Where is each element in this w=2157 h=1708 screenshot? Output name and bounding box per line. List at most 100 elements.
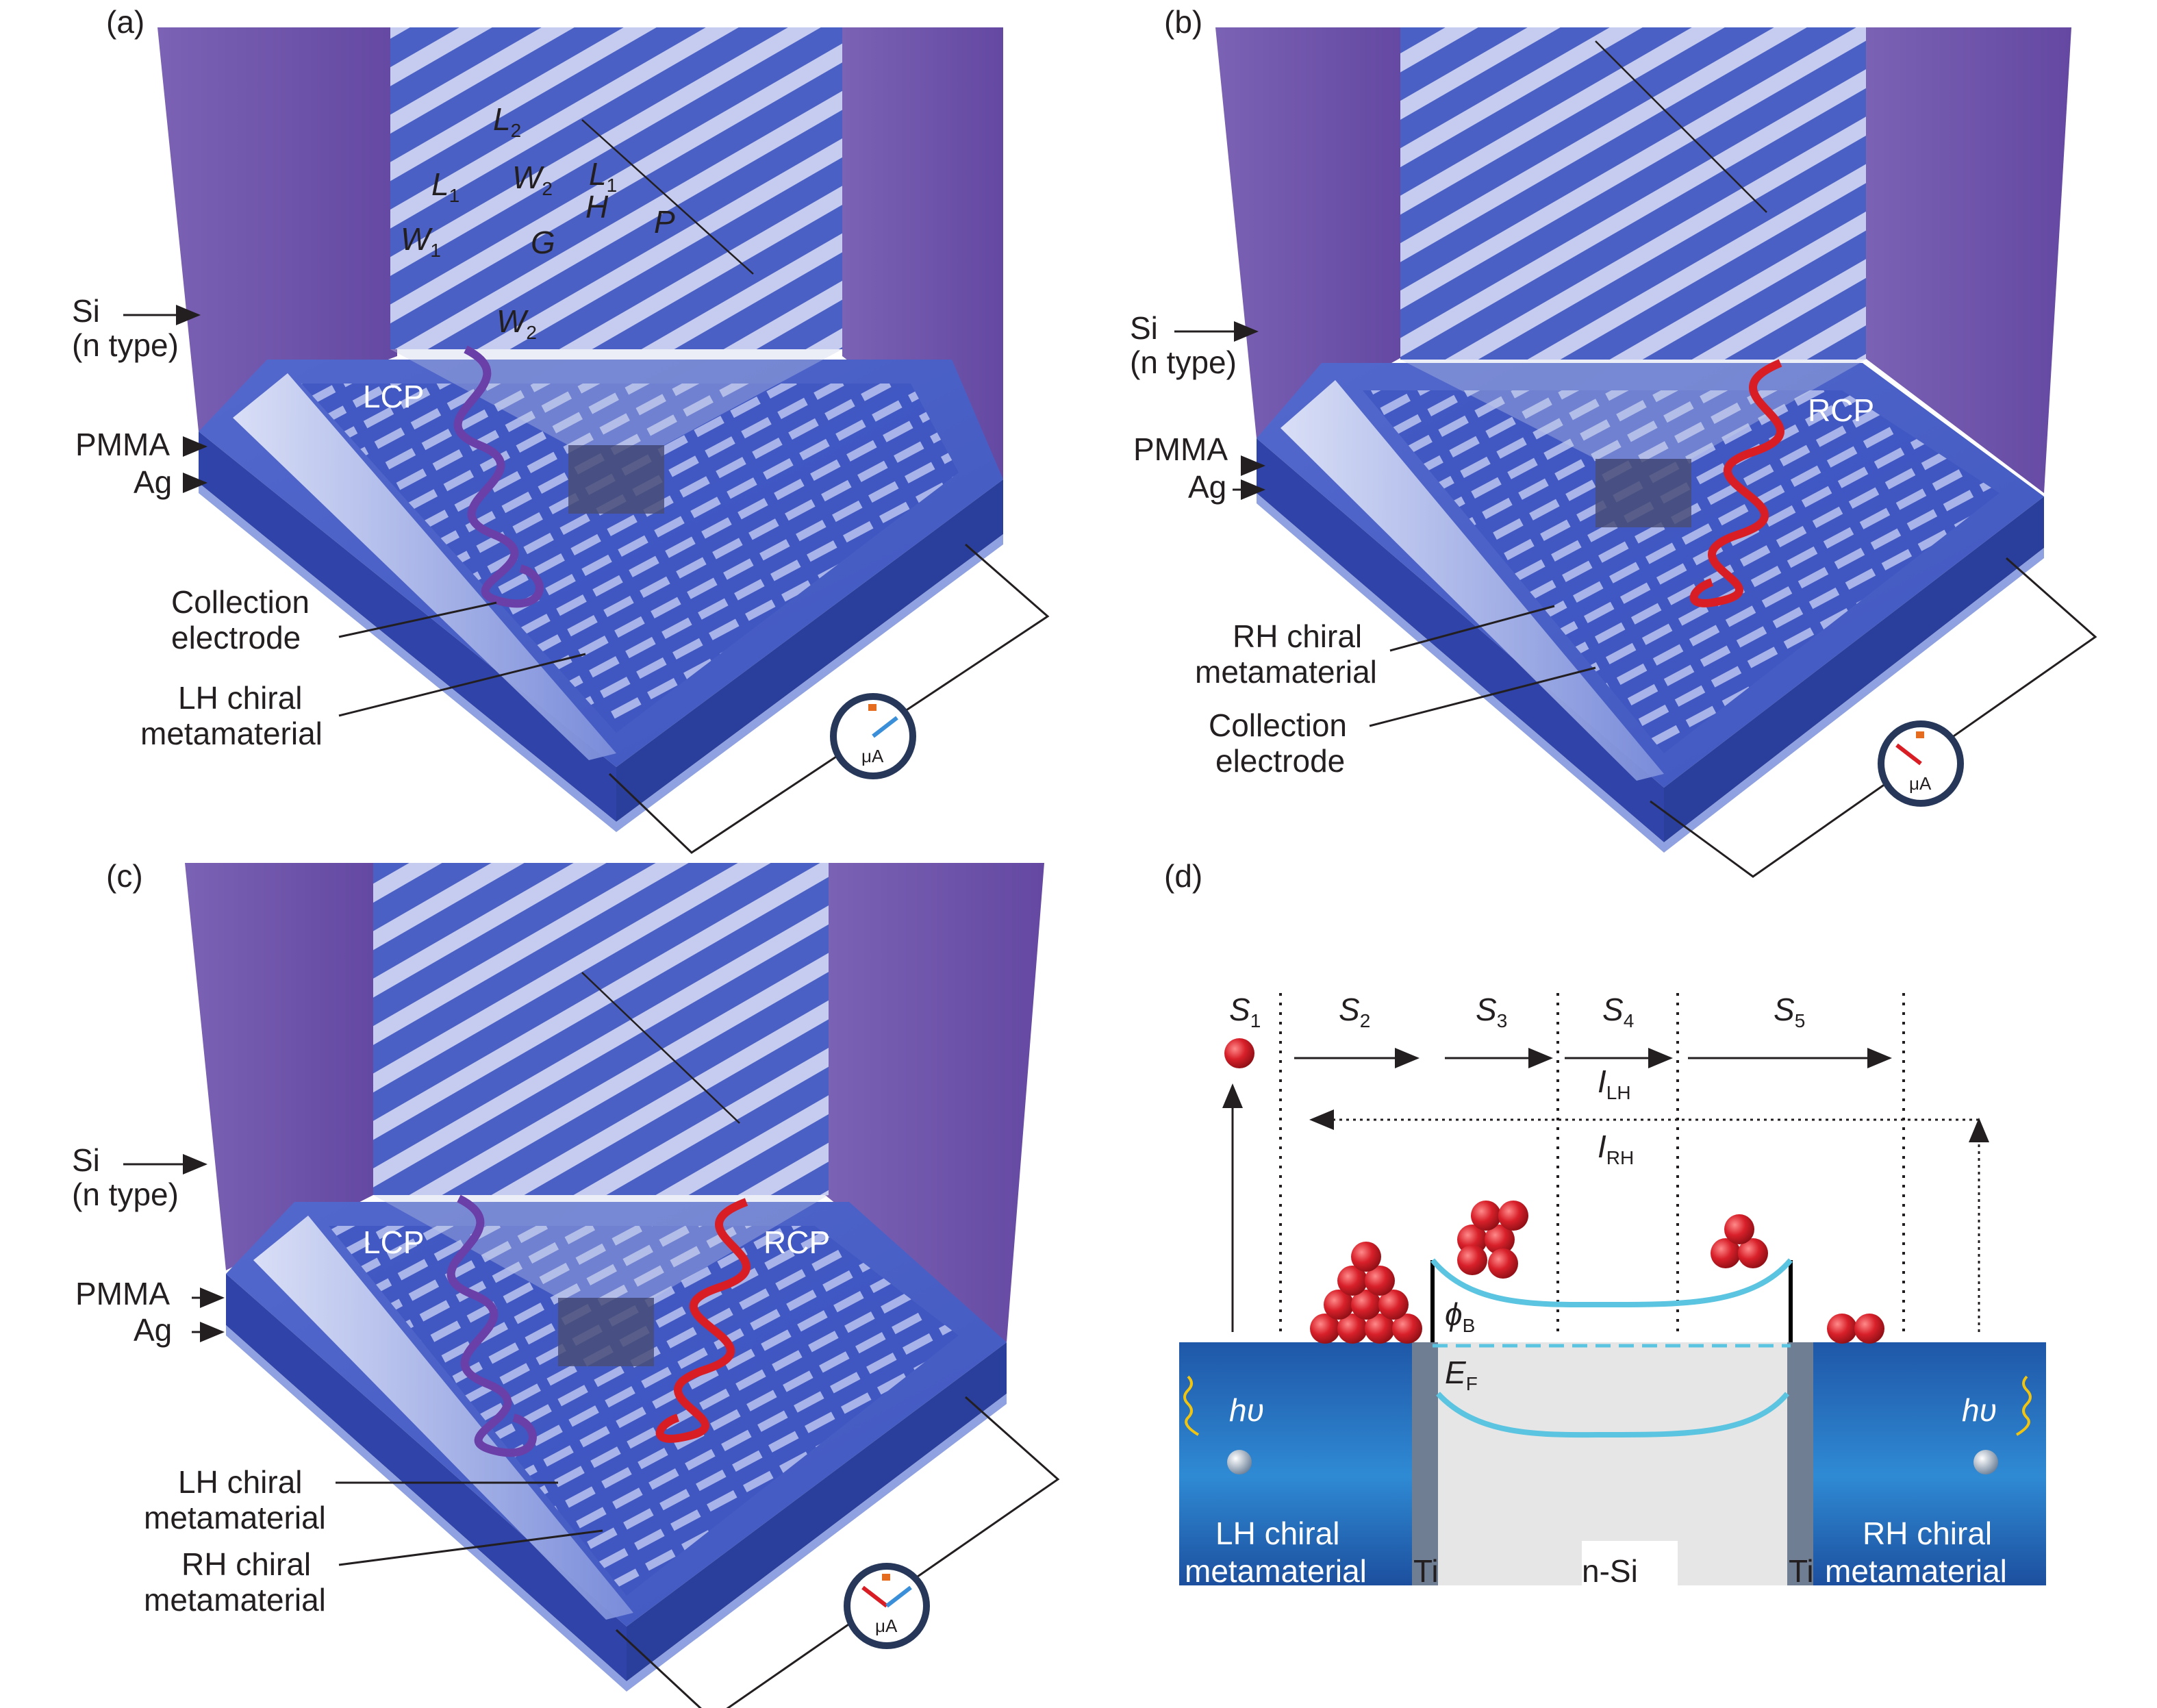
hot-electron-s1: [1224, 1038, 1254, 1068]
si-label: Si: [72, 293, 100, 329]
dim-w2: W2: [512, 160, 553, 199]
chiral-label-1: RH chiral: [1233, 618, 1362, 654]
dim-l1: L1: [431, 166, 459, 206]
panel-a-tag: (a): [106, 4, 144, 40]
rh-block-label-2: metamaterial: [1825, 1553, 2007, 1589]
period-line: [581, 119, 754, 275]
current-rh: IRH: [1598, 1129, 1634, 1168]
pmma-label: PMMA: [75, 427, 170, 462]
substrate-side-left: [1257, 438, 1664, 842]
collection-pointer: [1369, 666, 1596, 727]
ag-label: Ag: [1188, 469, 1226, 505]
si-wall-left: [185, 863, 373, 1270]
electron-pile-s4: [1711, 1214, 1768, 1268]
panel-d-tag: (d): [1164, 858, 1202, 894]
step-s1: S1: [1229, 992, 1261, 1031]
substrate-side-left: [226, 1274, 627, 1681]
dim-p: P: [654, 204, 675, 240]
ag-label: Ag: [134, 464, 172, 500]
interdigitated-comb: [329, 1226, 959, 1596]
collection-pointer: [338, 601, 497, 638]
collection-electrode-strip: [253, 1216, 633, 1620]
electron-left: [1227, 1450, 1252, 1474]
dim-l1-right: L1: [589, 156, 617, 196]
rcp-helix: [1689, 359, 1784, 607]
inset-zoom: [1400, 27, 1866, 360]
ammeter-unit: μA: [1909, 773, 1932, 794]
dim-w1: W1: [401, 221, 441, 261]
ammeter-needle-blue: [885, 1585, 912, 1608]
lcp-helix: [446, 1194, 537, 1457]
chiral-label-1: LH chiral: [178, 680, 303, 716]
substrate-side-right: [627, 1342, 1007, 1681]
collection-electrode-strip: [233, 373, 616, 760]
hv-label-right: hυ: [1962, 1392, 1997, 1428]
dim-g: G: [531, 225, 555, 260]
step-s2: S2: [1339, 992, 1370, 1031]
ammeter-needle: [872, 716, 898, 738]
step-s4: S4: [1602, 992, 1634, 1031]
lh-block-label-2: metamaterial: [1185, 1553, 1367, 1589]
ammeter-needle-red: [861, 1585, 888, 1608]
zoom-region: [1595, 459, 1691, 527]
barrier-label: ϕB: [1445, 1296, 1475, 1336]
rh-label-1: RH chiral: [181, 1546, 311, 1582]
dim-h: H: [585, 189, 609, 225]
zoom-projection: [373, 1195, 829, 1298]
period-line: [1595, 40, 1767, 213]
ag-label: Ag: [134, 1312, 172, 1348]
panel-a: (a) Si (n type) PMMA Ag LCP Collection e…: [72, 4, 1050, 854]
ammeter-zero-mark: [882, 1574, 890, 1581]
panel-b: (b) Si (n type) PMMA Ag RCP RH chiral me…: [1130, 4, 2097, 878]
zoom-region: [558, 1298, 654, 1366]
inset-zoom: [373, 863, 829, 1195]
collection-label-1: Collection: [171, 584, 310, 620]
lh-label-1: LH chiral: [178, 1464, 303, 1500]
ammeter-needle: [1895, 743, 1922, 766]
panel-d: (d) S1 S2 S3 S4 S5 ILH IRH: [1164, 858, 2046, 1589]
si-type-label: (n type): [72, 1177, 179, 1212]
chiral-pointer: [338, 653, 586, 717]
lh-label-2: metamaterial: [144, 1500, 326, 1535]
step-s3: S3: [1476, 992, 1507, 1031]
si-label: Si: [72, 1142, 100, 1178]
rcp-label: RCP: [1808, 392, 1874, 428]
lcp-label: LCP: [363, 379, 424, 414]
ammeter-unit: μA: [875, 1616, 898, 1636]
ag-layer: [1257, 493, 2044, 853]
conduction-band: [1430, 1258, 1793, 1308]
zoom-projection: [390, 349, 842, 445]
si-type-label: (n type): [1130, 344, 1237, 380]
ti-label-right: Ti: [1789, 1553, 1814, 1589]
si-label: Si: [1130, 310, 1158, 346]
ti-layer-right: [1787, 1342, 1813, 1585]
chiral-label-2: metamaterial: [140, 716, 323, 751]
pmma-label: PMMA: [1133, 431, 1228, 467]
si-wall-right: [825, 863, 1044, 1342]
dim-l2: L2: [493, 101, 521, 141]
lcp-label: LCP: [363, 1225, 424, 1260]
lcp-helix: [453, 345, 544, 608]
collection-label-1: Collection: [1209, 707, 1347, 743]
photon-wave-left: [1183, 1375, 1200, 1436]
photon-wave-right: [2015, 1375, 2032, 1436]
rcp-label: RCP: [764, 1225, 830, 1260]
n-si-label-box: [1582, 1541, 1678, 1589]
substrate-side-left: [199, 431, 616, 822]
collection-label-2: electrode: [1215, 743, 1345, 779]
electron-pile-right: [1827, 1314, 1884, 1344]
si-wall-left: [1215, 27, 1404, 438]
collection-label-2: electrode: [171, 620, 301, 655]
rcp-helix: [655, 1198, 750, 1443]
inset-zoom: [390, 27, 842, 349]
si-wall-left: [157, 27, 397, 431]
dim-w2-lower: W2: [496, 303, 537, 343]
ag-layer: [199, 483, 1003, 832]
ti-layer-left: [1412, 1342, 1438, 1585]
substrate-side-right: [616, 479, 1003, 822]
ammeter-unit: μA: [861, 746, 884, 766]
lh-block-label-1: LH chiral: [1215, 1516, 1340, 1551]
chiral-label-2: metamaterial: [1195, 654, 1377, 690]
zoom-region: [568, 445, 664, 514]
